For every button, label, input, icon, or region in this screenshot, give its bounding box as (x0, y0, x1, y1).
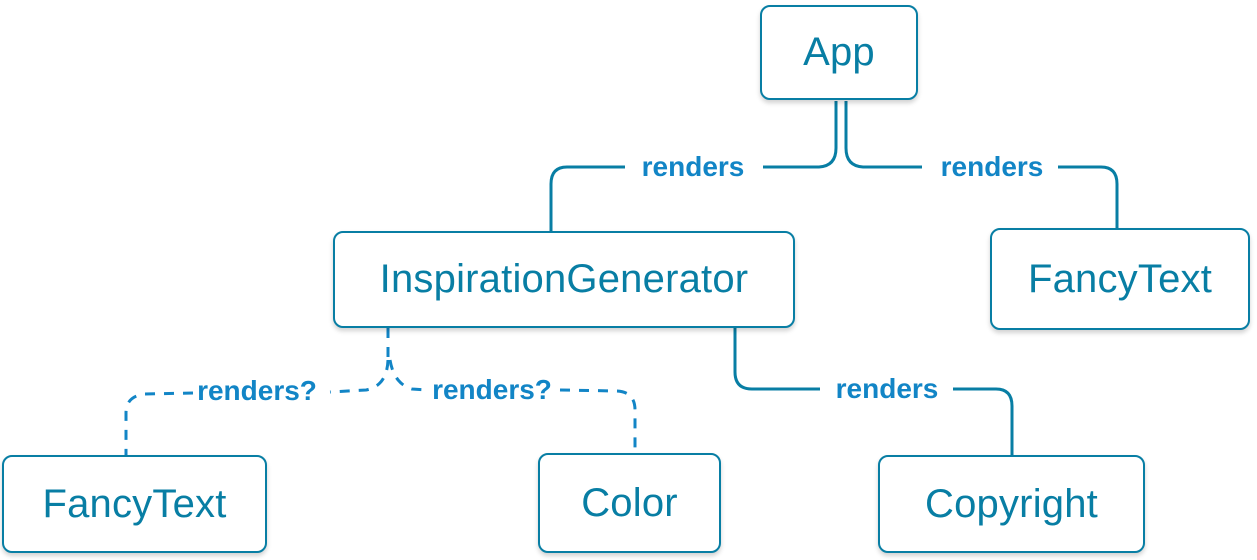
node-color: Color (538, 453, 721, 553)
node-fancy-text-top: FancyText (990, 228, 1250, 330)
node-fancy-text-bottom-label: FancyText (42, 481, 227, 526)
edge-inspirationgenerator-fancytext-start (329, 359, 390, 394)
edge-app-fancytext-start (844, 101, 922, 169)
edge-label-inspirationgenerator-copyright: renders (835, 373, 939, 404)
node-fancy-text-bottom: FancyText (2, 455, 267, 553)
edge-inspirationgenerator-color-end (559, 388, 637, 453)
node-app-label: App (803, 30, 875, 74)
edge-inspirationgenerator-copyright-end (953, 387, 1014, 455)
edge-inspirationgenerator-color-start (388, 359, 429, 392)
node-copyright: Copyright (878, 455, 1145, 553)
edge-label-app-inspirationgenerator: renders (641, 151, 745, 182)
edge-label-inspirationgenerator-color: renders? (432, 374, 552, 405)
node-color-label: Color (581, 480, 678, 525)
node-fancy-text-top-label: FancyText (1027, 256, 1213, 301)
node-inspiration-generator: InspirationGenerator (333, 231, 795, 328)
edge-inspirationgenerator-copyright-start (733, 328, 820, 391)
node-copyright-label: Copyright (925, 481, 1098, 526)
edge-app-inspirationgenerator-start (763, 101, 838, 169)
edge-inspirationgenerator-fancytext-end (124, 391, 194, 455)
edge-label-app-fancytext: renders (940, 151, 1044, 182)
node-app: App (760, 5, 918, 100)
edge-app-inspirationgenerator-end (549, 165, 625, 231)
node-inspiration-generator-label: InspirationGenerator (379, 257, 749, 301)
edge-label-inspirationgenerator-fancytext: renders? (197, 375, 317, 406)
edge-app-fancytext-end (1058, 165, 1119, 228)
